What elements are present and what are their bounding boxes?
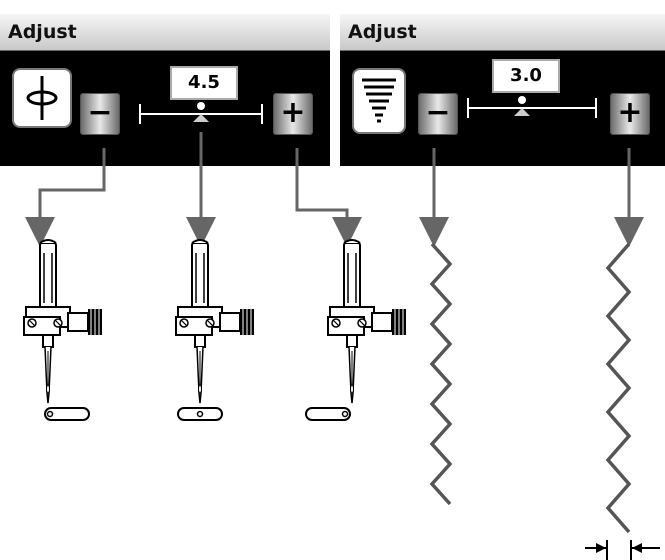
- zigzag-stitch-wide: [605, 242, 632, 534]
- left-adjust-panel: Adjust − 4.5 +: [0, 14, 330, 166]
- zigzag-stitch-narrow: [429, 242, 453, 506]
- needle-center-position: [175, 239, 255, 404]
- left-panel-header: Adjust: [0, 14, 330, 51]
- right-panel-header: Adjust: [340, 14, 665, 51]
- stitch-width-minus-button[interactable]: −: [418, 93, 458, 135]
- needle-position-value: 4.5: [170, 66, 238, 100]
- right-adjust-panel: Adjust − 3.0 +: [340, 14, 665, 166]
- stitch-width-value: 3.0: [492, 59, 560, 93]
- needle-mark-center: [196, 410, 204, 418]
- needle-left-position: [23, 239, 103, 404]
- right-panel-title: Adjust: [348, 21, 417, 43]
- needle-position-plus-button[interactable]: +: [273, 93, 313, 135]
- width-dimension-marker: [585, 540, 660, 560]
- stitch-width-icon: [352, 68, 406, 134]
- stitch-width-plus-button[interactable]: +: [610, 93, 650, 135]
- needle-position-minus-button[interactable]: −: [80, 93, 120, 135]
- connector-arrows: [25, 132, 644, 247]
- needle-mark-left: [46, 410, 54, 418]
- needle-right-position: [327, 239, 407, 404]
- left-panel-title: Adjust: [8, 21, 77, 43]
- needle-mark-right: [341, 410, 349, 418]
- needle-position-icon: [12, 68, 72, 128]
- stitch-width-slider[interactable]: [340, 14, 665, 166]
- needle-position-slider[interactable]: [0, 14, 330, 166]
